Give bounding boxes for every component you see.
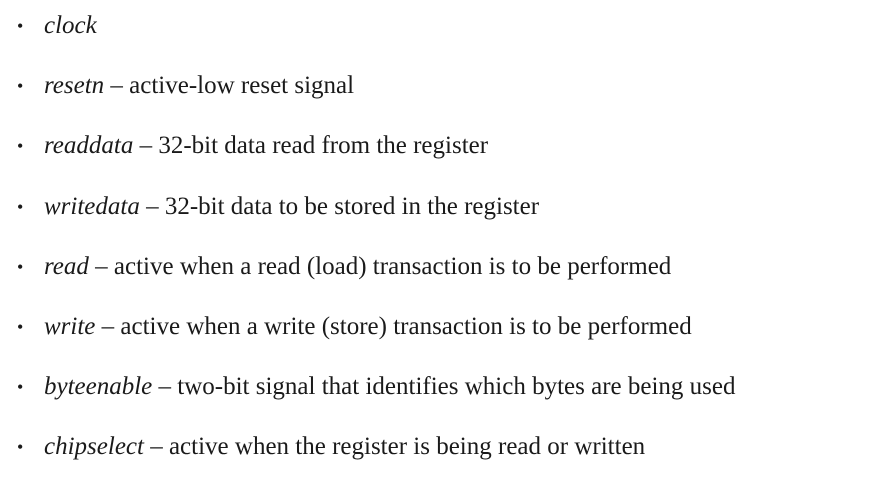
bullet-icon: • — [17, 257, 24, 277]
separator: – — [139, 193, 165, 220]
bullet-icon: • — [17, 437, 24, 457]
list-item-read: • read – active when a read (load) trans… — [0, 247, 879, 287]
list-item-readdata: • readdata – 32-bit data read from the r… — [0, 126, 879, 166]
signal-description: active-low reset signal — [129, 72, 355, 99]
signal-name: byteenable — [44, 373, 153, 400]
list-item-byteenable: • byteenable – two-bit signal that ident… — [0, 367, 879, 407]
separator: – — [95, 313, 121, 340]
entry-text: clock — [44, 6, 97, 46]
list-item-resetn: • resetn – active-low reset signal — [0, 66, 879, 106]
list-item-clock: • clock — [0, 6, 879, 46]
entry-text: chipselect – active when the register is… — [44, 427, 645, 467]
signal-description: active when the register is being read o… — [168, 433, 646, 460]
separator: – — [88, 253, 114, 280]
entry-text: write – active when a write (store) tran… — [44, 307, 692, 347]
signal-description: two-bit signal that identifies which byt… — [177, 373, 736, 400]
signal-description: active when a read (load) transaction is… — [113, 253, 672, 280]
list-item-writedata: • writedata – 32-bit data to be stored i… — [0, 187, 879, 227]
signal-name: read — [44, 253, 89, 280]
signal-description: 32-bit data read from the register — [158, 132, 489, 159]
list-item-chipselect: • chipselect – active when the register … — [0, 427, 879, 467]
entry-text: readdata – 32-bit data read from the reg… — [44, 126, 488, 166]
entry-text: writedata – 32-bit data to be stored in … — [44, 187, 539, 227]
signal-description: 32-bit data to be stored in the register — [164, 193, 540, 220]
separator: – — [152, 373, 178, 400]
separator: – — [104, 72, 130, 99]
signal-name: clock — [44, 12, 97, 39]
separator: – — [133, 132, 159, 159]
signal-description: active when a write (store) transaction … — [120, 313, 692, 340]
signal-name: writedata — [44, 193, 140, 220]
entry-text: resetn – active-low reset signal — [44, 66, 354, 106]
bullet-icon: • — [17, 16, 24, 36]
bullet-icon: • — [17, 76, 24, 96]
entry-text: byteenable – two-bit signal that identif… — [44, 367, 735, 407]
bullet-icon: • — [17, 197, 24, 217]
signal-name: chipselect — [44, 433, 144, 460]
bullet-icon: • — [17, 136, 24, 156]
bullet-icon: • — [17, 317, 24, 337]
signal-name: resetn — [44, 72, 105, 99]
bullet-icon: • — [17, 377, 24, 397]
signal-name: readdata — [44, 132, 134, 159]
separator: – — [143, 433, 169, 460]
list-item-write: • write – active when a write (store) tr… — [0, 307, 879, 347]
entry-text: read – active when a read (load) transac… — [44, 247, 671, 287]
signal-name: write — [44, 313, 96, 340]
